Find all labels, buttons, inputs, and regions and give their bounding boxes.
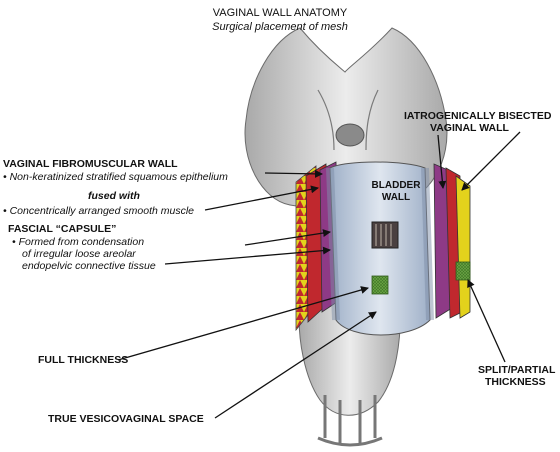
label-bisected-1: IATROGENICALLY BISECTED bbox=[404, 110, 552, 122]
label-smooth-muscle: Concentrically arranged smooth muscle bbox=[3, 205, 194, 217]
pointer-lines bbox=[117, 131, 521, 419]
label-fascial-capsule: FASCIAL “CAPSULE” bbox=[8, 223, 117, 235]
diagram-title: VAGINAL WALL ANATOMY bbox=[212, 7, 348, 19]
mesh-patch-center bbox=[371, 275, 389, 295]
label-capsule-desc-2: of irregular loose areolar bbox=[22, 248, 136, 260]
label-capsule-desc-1: Formed from condensation bbox=[12, 236, 144, 248]
label-bisected-2: VAGINAL WALL bbox=[430, 122, 509, 134]
label-fibromuscular-wall: VAGINAL FIBROMUSCULAR WALL bbox=[3, 158, 178, 170]
label-fused-with: fused with bbox=[88, 190, 140, 202]
label-full-thickness: FULL THICKNESS bbox=[38, 354, 129, 366]
mesh-patch-right bbox=[455, 261, 471, 281]
label-capsule-desc-3: endopelvic connective tissue bbox=[22, 260, 156, 272]
label-true-vesicovaginal-space: TRUE VESICOVAGINAL SPACE bbox=[48, 413, 204, 425]
label-split-1: SPLIT/PARTIAL bbox=[478, 364, 556, 376]
vaginal-opening bbox=[335, 123, 365, 147]
label-epithelium: Non-keratinized stratified squamous epit… bbox=[3, 171, 228, 183]
diagram-subtitle: Surgical placement of mesh bbox=[212, 21, 348, 33]
retractor bbox=[317, 395, 383, 447]
bladder-label-2: WALL bbox=[382, 192, 410, 203]
label-split-2: THICKNESS bbox=[485, 376, 546, 388]
bladder-label-1: BLADDER bbox=[372, 180, 422, 191]
